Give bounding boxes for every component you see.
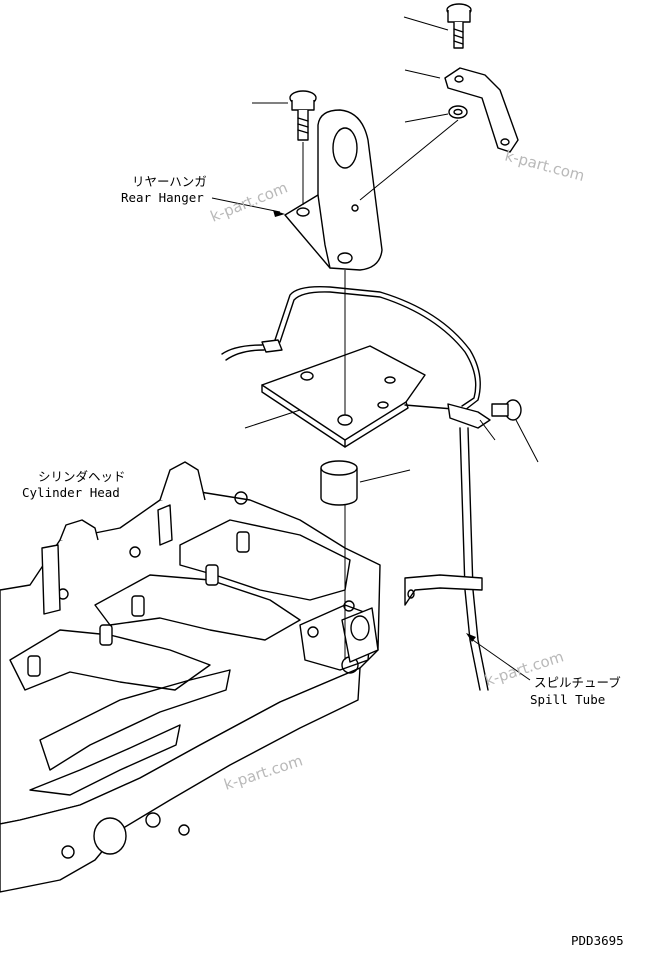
drawing-code: PDD3695 (571, 933, 624, 948)
bolt-upper (403, 3, 472, 49)
spill-tube-label-jp: スピルチューブ (534, 675, 621, 690)
spill-tube-label-en: Spill Tube (530, 692, 605, 707)
rear-hanger (284, 109, 383, 415)
washer (359, 105, 468, 201)
rear-hanger-arrow (273, 210, 285, 217)
watermark: k-part.com (503, 146, 587, 185)
rear-hanger-label-en: Rear Hanger (121, 190, 204, 205)
cylinder-head-label-jp: シリンダヘッド (38, 469, 126, 484)
cylinder-head (0, 461, 381, 893)
spill-tube (221, 285, 531, 691)
cylinder-head-label-en: Cylinder Head (22, 485, 120, 500)
rear-hanger-label-jp: リヤーハンガ (132, 174, 207, 189)
bolt-hanger (252, 90, 317, 205)
bracket (404, 67, 519, 153)
spacer-collar (320, 460, 411, 660)
mounting-plate (244, 345, 426, 448)
bolt-clamp (491, 399, 539, 463)
watermark: k-part.com (208, 178, 290, 225)
